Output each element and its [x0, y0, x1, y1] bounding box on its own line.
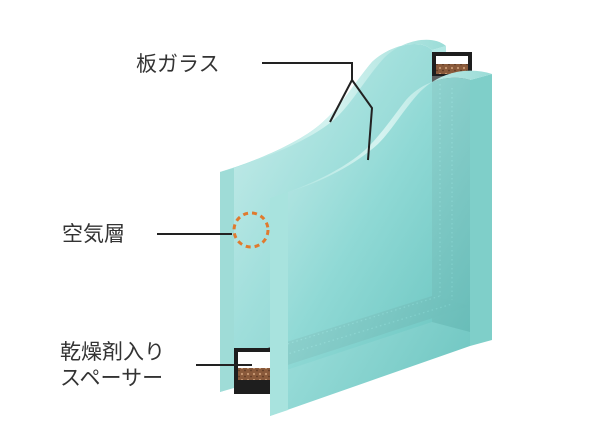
glass-sheet-leader: [262, 62, 374, 161]
glass-sheet-label: 板ガラス: [136, 52, 220, 76]
spacer-label-line1: 乾燥剤入り: [60, 340, 165, 364]
spacer-bottom-section: [234, 348, 274, 394]
air-layer-label: 空気層: [62, 222, 125, 246]
spacer-label: 乾燥剤入り スペーサー: [60, 339, 165, 391]
front-glass-pane: [270, 70, 492, 417]
spacer-label-line2: スペーサー: [60, 366, 164, 390]
air-layer-marker: [232, 211, 270, 249]
